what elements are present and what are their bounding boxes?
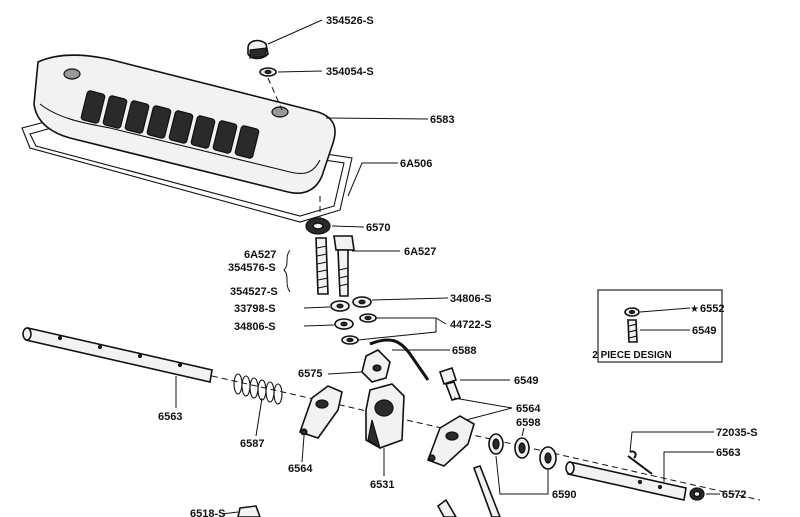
oil-tube-6588 [361, 338, 430, 383]
label-6563-left: 6563 [158, 411, 182, 423]
label-6587: 6587 [240, 438, 264, 450]
label-6563-right: 6563 [716, 447, 740, 459]
label-6564-right: 6564 [516, 403, 541, 415]
label-6564-left: 6564 [288, 463, 313, 475]
push-rod [472, 465, 501, 517]
label-44722s: 44722-S [450, 319, 492, 331]
bolt-6A527 [333, 235, 355, 297]
plug-6572 [689, 487, 705, 501]
label-33798s: 33798-S [234, 303, 276, 315]
label-6518s: 6518-S [190, 508, 225, 517]
label-354576s: 354576-S [228, 262, 276, 274]
rocker-arm-6564-left [298, 385, 343, 439]
label-6590: 6590 [552, 489, 576, 501]
label-6549: 6549 [514, 375, 538, 387]
stud-354576s [315, 237, 329, 295]
label-6549-inset: 6549 [692, 325, 716, 337]
label-6572: 6572 [722, 489, 746, 501]
label-354527s: 354527-S [230, 286, 278, 298]
rocker-spring-6587 [233, 373, 283, 405]
star-mark: ★ [690, 304, 699, 315]
grommet-6570 [305, 217, 331, 235]
label-6588: 6588 [452, 345, 476, 357]
leader-lines [175, 19, 720, 515]
label-6531: 6531 [370, 479, 394, 491]
part-labels: 354526-S 354054-S 6583 6A506 6570 6A527 … [158, 15, 758, 517]
rocker-shaft-6563-left [22, 327, 213, 383]
cover-hole-left [63, 68, 81, 80]
label-6575: 6575 [298, 368, 322, 380]
rocker-cover [21, 54, 353, 223]
label-6A527-left: 6A527 [244, 249, 276, 261]
bolt-6518-partial [237, 505, 261, 517]
label-6552: 6552 [700, 303, 724, 315]
inset-caption: 2 PIECE DESIGN [592, 350, 671, 361]
rocker-shaft-6563-right [565, 461, 687, 501]
cover-ribs [80, 90, 260, 159]
label-354054s: 354054-S [326, 66, 374, 78]
label-6598: 6598 [516, 417, 540, 429]
label-6A506: 6A506 [400, 158, 432, 170]
rocker-arm-6564-right [426, 415, 475, 467]
label-72035s: 72035-S [716, 427, 758, 439]
label-34806s-left: 34806-S [234, 321, 276, 333]
label-6570: 6570 [366, 222, 390, 234]
rocker-support-6531 [365, 383, 405, 450]
label-34806s-right: 34806-S [450, 293, 492, 305]
label-6583: 6583 [430, 114, 454, 126]
bolt-6549 [438, 366, 462, 401]
inset-2-piece-design: 2 PIECE DESIGN [592, 289, 723, 363]
label-354526s: 354526-S [326, 15, 374, 27]
cap-nut-354526s [247, 39, 269, 60]
cover-hole-right [271, 106, 289, 118]
cotter-pin-72035s [627, 450, 653, 475]
label-6A527-right: 6A527 [404, 246, 436, 258]
